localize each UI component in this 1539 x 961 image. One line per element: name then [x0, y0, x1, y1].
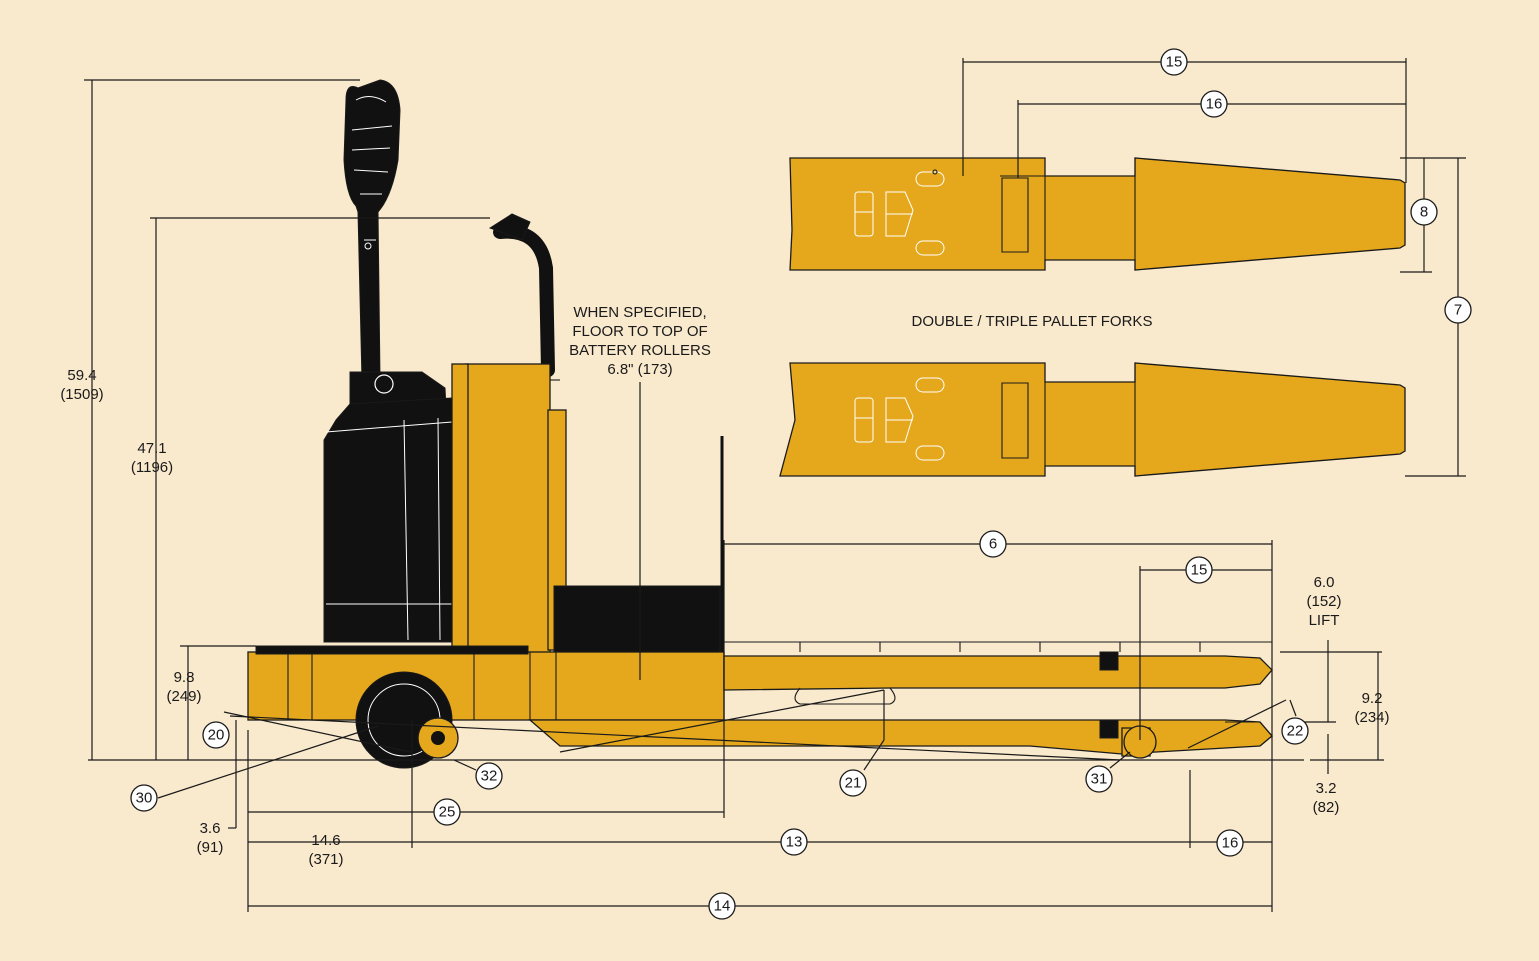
svg-text:6: 6 — [989, 536, 997, 553]
svg-text:20: 20 — [208, 727, 225, 744]
svg-text:16: 16 — [1222, 835, 1239, 852]
svg-text:6.8" (173): 6.8" (173) — [607, 361, 672, 378]
svg-text:31: 31 — [1091, 771, 1108, 788]
svg-text:(371): (371) — [308, 851, 343, 868]
svg-text:FLOOR TO TOP OF: FLOOR TO TOP OF — [572, 323, 707, 340]
lift-label: 6.0 (152) LIFT — [1306, 574, 1341, 629]
svg-text:15: 15 — [1166, 54, 1183, 71]
callout-25: 25 — [433, 798, 461, 826]
wheelbase-offset-label: 14.6 (371) — [308, 832, 343, 868]
svg-text:6.0: 6.0 — [1314, 574, 1335, 591]
svg-text:(152): (152) — [1306, 593, 1341, 610]
callout-8: 8 — [1410, 198, 1438, 226]
callout-30: 30 — [130, 784, 158, 812]
svg-text:(82): (82) — [1313, 799, 1340, 816]
truck-side-view — [247, 79, 1273, 769]
callout-16-top: 16 — [1200, 90, 1228, 118]
battery-roller-note: WHEN SPECIFIED, FLOOR TO TOP OF BATTERY … — [569, 304, 711, 378]
svg-text:32: 32 — [481, 768, 498, 785]
svg-text:9.8: 9.8 — [174, 669, 195, 686]
svg-text:7: 7 — [1454, 302, 1462, 319]
ground-clearance-label: 3.6 (91) — [197, 820, 224, 856]
svg-text:13: 13 — [786, 834, 803, 851]
svg-text:15: 15 — [1191, 562, 1208, 579]
svg-text:(1509): (1509) — [60, 386, 103, 403]
callout-21: 21 — [839, 769, 867, 797]
fork-height-raised-label: 9.2 (234) — [1354, 690, 1389, 726]
svg-text:47.1: 47.1 — [137, 440, 166, 457]
callout-15-top: 15 — [1160, 48, 1188, 76]
callout-6: 6 — [979, 530, 1007, 558]
svg-text:14.6: 14.6 — [311, 832, 340, 849]
svg-text:3.2: 3.2 — [1316, 780, 1337, 797]
fork-height-lowered-label: 3.2 (82) — [1313, 780, 1340, 816]
forks-title: DOUBLE / TRIPLE PALLET FORKS — [912, 313, 1153, 330]
fork-top-view-lower — [779, 362, 1406, 477]
callout-13: 13 — [780, 828, 808, 856]
svg-text:30: 30 — [136, 790, 153, 807]
overall-height-label: 59.4 (1509) — [60, 367, 103, 403]
svg-text:21: 21 — [845, 775, 862, 792]
svg-text:WHEN SPECIFIED,: WHEN SPECIFIED, — [573, 304, 706, 321]
svg-text:LIFT: LIFT — [1309, 612, 1340, 629]
callout-15-side: 15 — [1185, 556, 1213, 584]
svg-text:22: 22 — [1287, 723, 1304, 740]
fork-top-view-upper — [789, 157, 1406, 271]
svg-text:14: 14 — [714, 898, 731, 915]
svg-text:BATTERY ROLLERS: BATTERY ROLLERS — [569, 342, 711, 359]
svg-text:25: 25 — [439, 804, 456, 821]
svg-text:16: 16 — [1206, 96, 1223, 113]
callout-16-side: 16 — [1216, 829, 1244, 857]
callout-7: 7 — [1444, 296, 1472, 324]
callout-22: 22 — [1281, 717, 1309, 745]
svg-text:59.4: 59.4 — [67, 367, 96, 384]
callout-14: 14 — [708, 892, 736, 920]
callout-32: 32 — [475, 762, 503, 790]
svg-text:8: 8 — [1420, 204, 1428, 221]
svg-text:(91): (91) — [197, 839, 224, 856]
callout-31: 31 — [1085, 765, 1113, 793]
svg-text:3.6: 3.6 — [200, 820, 221, 837]
svg-text:(234): (234) — [1354, 709, 1389, 726]
svg-text:(1196): (1196) — [131, 459, 173, 476]
callout-20: 20 — [202, 721, 230, 749]
svg-text:(249): (249) — [166, 688, 201, 705]
platform-height-label: 9.8 (249) — [166, 669, 201, 705]
svg-text:9.2: 9.2 — [1362, 690, 1383, 707]
handle-height-label: 47.1 (1196) — [131, 440, 173, 476]
